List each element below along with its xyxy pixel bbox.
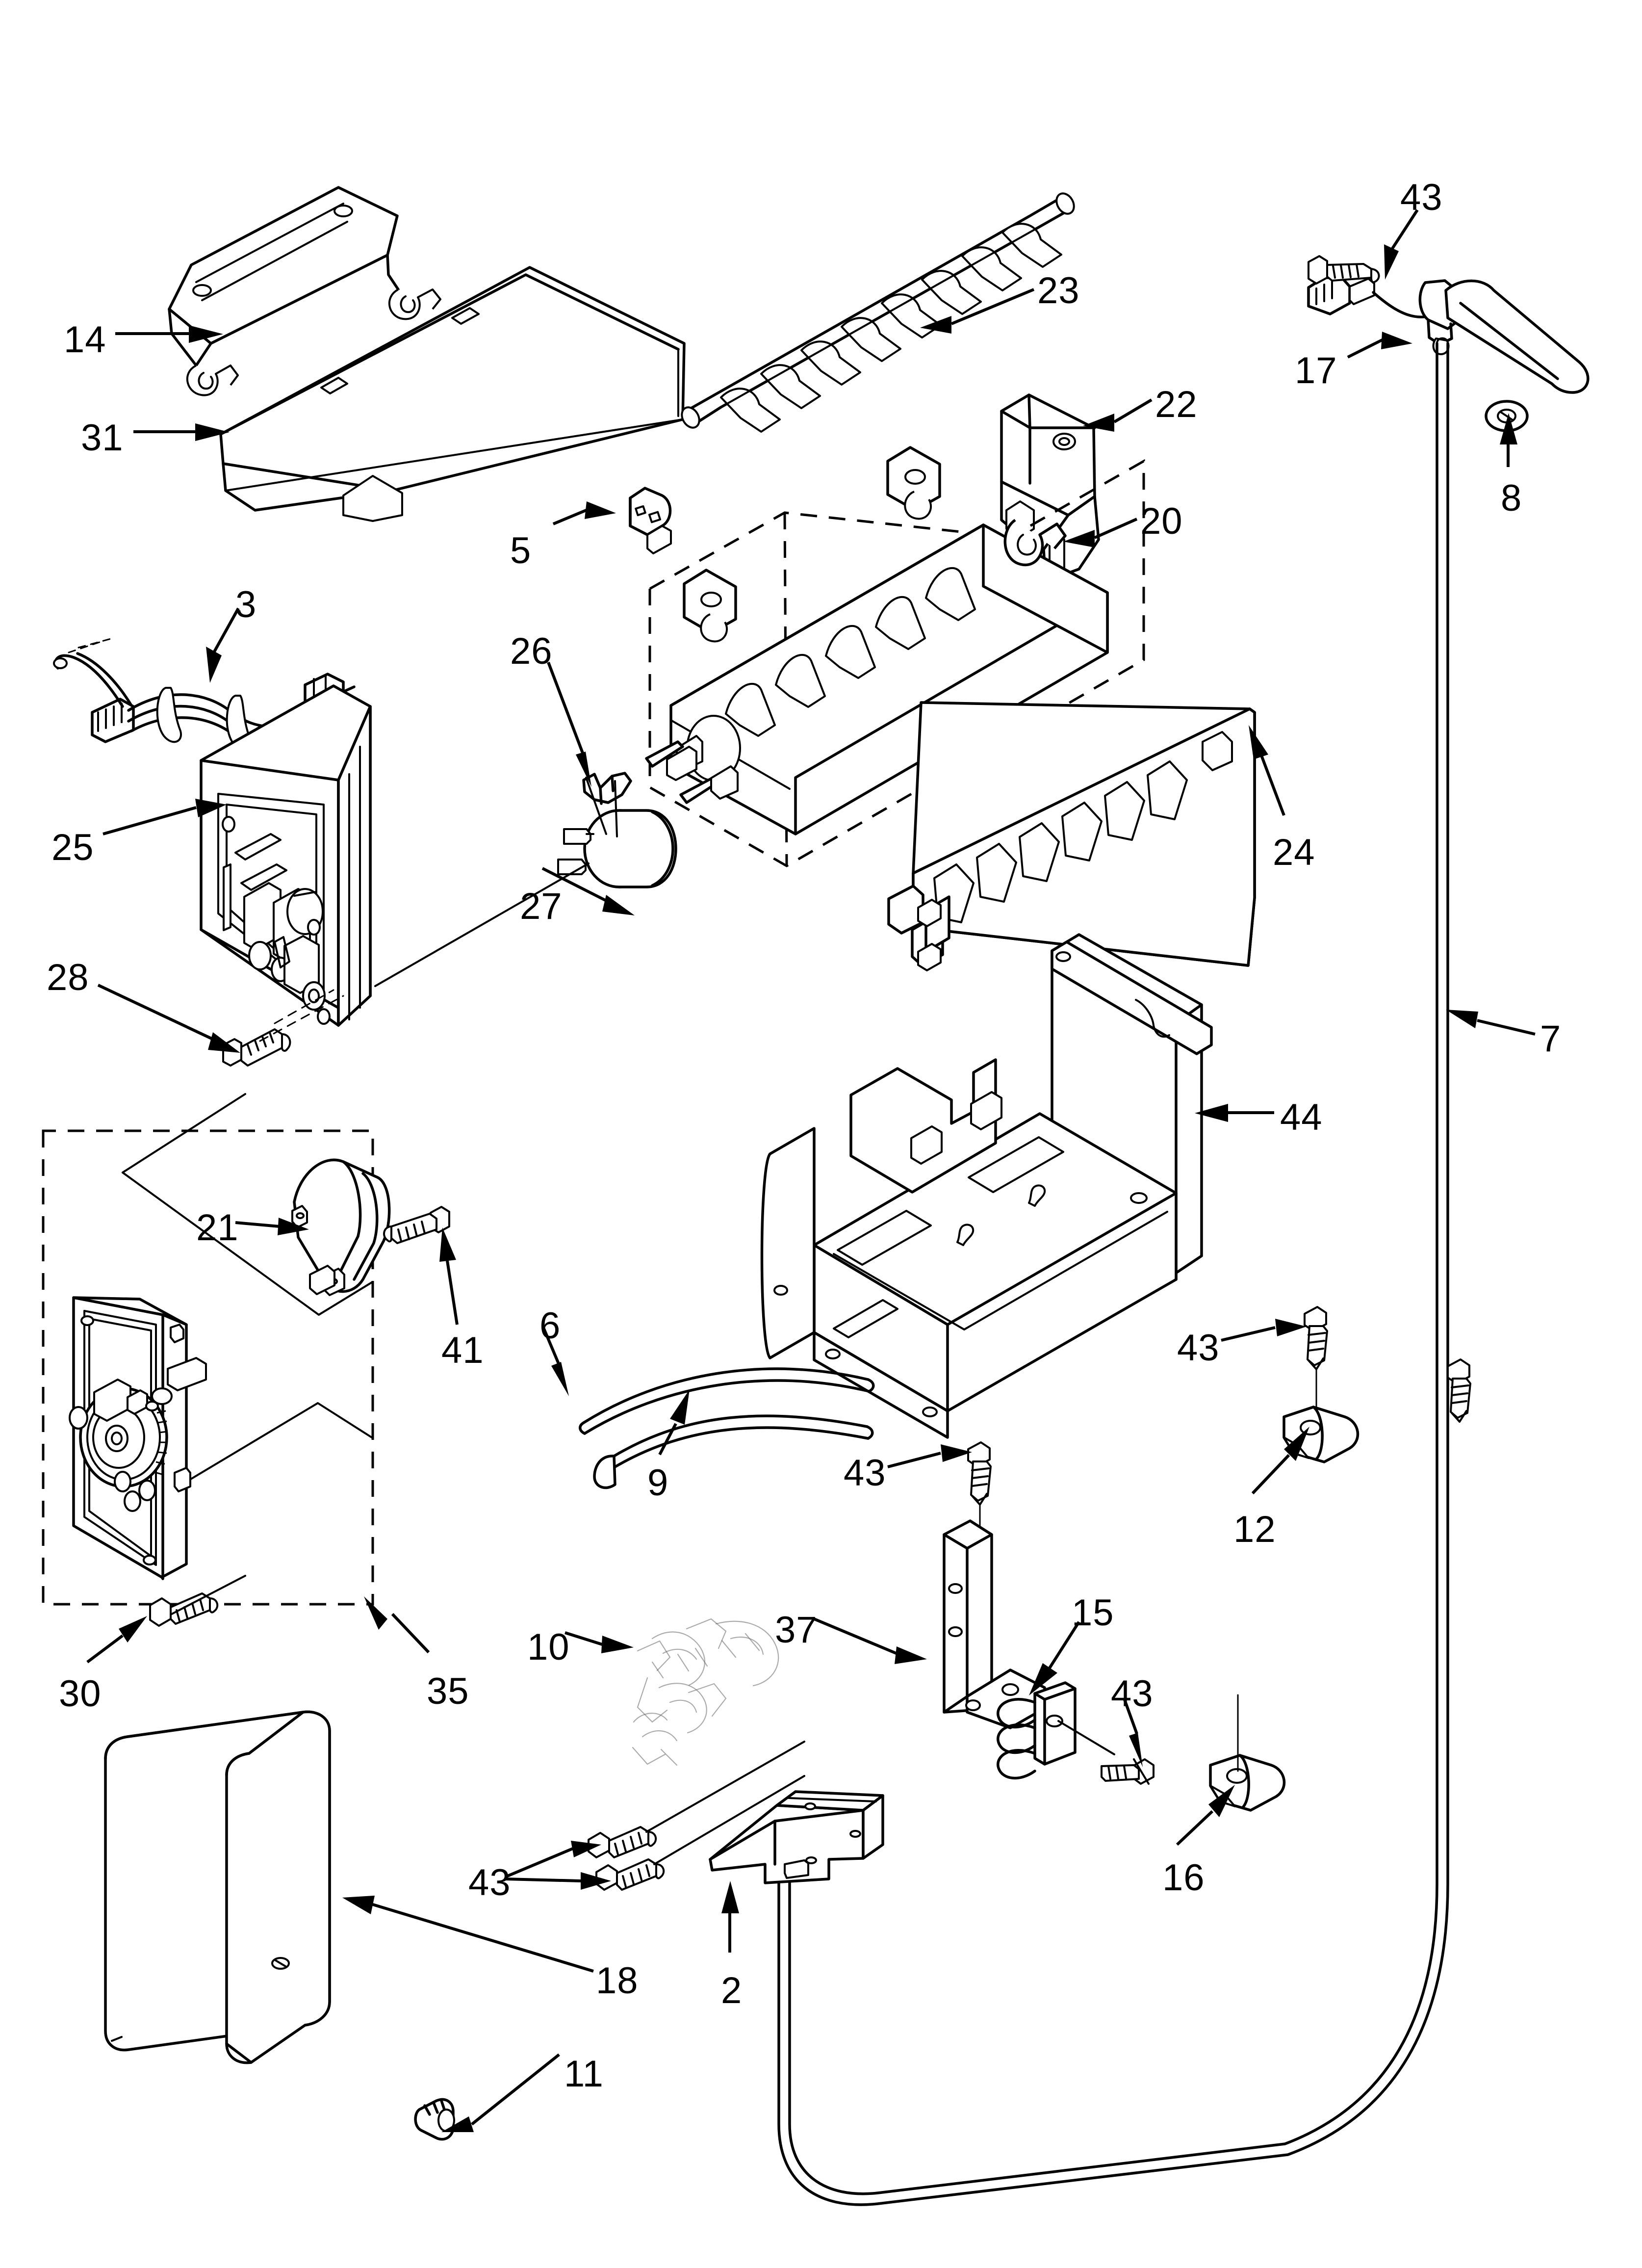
part-31-cover-lid	[219, 266, 686, 522]
callout-16: 16	[1162, 1857, 1205, 1899]
callout-26: 26	[510, 630, 553, 672]
mold-shaft-pins	[666, 746, 697, 781]
part-8-washer	[1485, 400, 1529, 432]
part-43-screw-topright	[1308, 255, 1380, 285]
part-24-ice-stripper	[887, 701, 1256, 967]
callout-24: 24	[1273, 832, 1315, 873]
part-41-screw	[383, 1206, 450, 1244]
callout-43-clamp12: 43	[1177, 1327, 1220, 1369]
part-43-screw-right44	[1447, 1358, 1471, 1423]
callout-27: 27	[520, 886, 563, 927]
callout-5: 5	[510, 530, 532, 572]
part-5-retainer-clip	[629, 487, 672, 554]
callout-44: 44	[1280, 1096, 1323, 1138]
callout-43-beside15: 43	[1111, 1673, 1154, 1715]
part-25-housing-module	[200, 684, 372, 1027]
leader-lines	[86, 209, 1536, 2132]
part-30-screw	[149, 1592, 219, 1627]
callout-41: 41	[441, 1330, 484, 1371]
part-2-bin-shelf-bracket	[709, 1790, 884, 1884]
callout-20: 20	[1140, 500, 1183, 542]
part-6-fill-tube	[579, 1367, 875, 1435]
part-28-screw	[222, 1028, 291, 1067]
callout-35: 35	[427, 1670, 469, 1712]
part-23-ejector-blades	[681, 192, 1075, 433]
callout-12: 12	[1233, 1509, 1276, 1550]
callout-11: 11	[564, 2053, 604, 2095]
part-17-thermostat-assembly	[1307, 276, 1590, 394]
part-21-motor-cover	[291, 1158, 391, 1296]
part-14-clip-bar	[168, 186, 441, 396]
callout-23: 23	[1037, 270, 1080, 312]
callout-43-bin: 43	[468, 1862, 511, 1903]
callout-2: 2	[721, 1970, 743, 2011]
callout-18: 18	[596, 1960, 639, 2002]
callout-3: 3	[235, 584, 257, 626]
callout-15: 15	[1072, 1592, 1114, 1634]
part-9-fill-tube-grommet	[593, 1414, 874, 1489]
callout-6: 6	[539, 1305, 561, 1347]
callout-31: 31	[81, 417, 124, 459]
callout-30: 30	[59, 1673, 102, 1715]
callout-7: 7	[1540, 1018, 1562, 1060]
part-43-screw-beside15	[1101, 1758, 1155, 1785]
callout-43-above37: 43	[844, 1452, 886, 1494]
part-11-push-pin	[414, 2098, 455, 2141]
part-27-drive-motor	[557, 809, 677, 888]
callout-21: 21	[196, 1207, 239, 1249]
part-26-motor-coupler	[582, 772, 632, 805]
callout-8: 8	[1501, 477, 1522, 519]
callout-14: 14	[64, 319, 106, 361]
part-10-fill-tube-heater	[632, 1618, 779, 1766]
callout-25: 25	[51, 827, 94, 868]
part-15-coil-spring-bracket	[997, 1681, 1115, 1780]
part-37-bracket	[943, 1519, 1046, 1729]
callout-37: 37	[775, 1609, 818, 1651]
part-18-storage-bin	[104, 1710, 331, 2064]
part-7-water-supply-tube	[777, 337, 1449, 2206]
part-35-motor-plate	[69, 1296, 207, 1580]
callout-28: 28	[47, 957, 89, 998]
callout-9: 9	[647, 1462, 669, 1504]
part-43-screw-clamp12	[1304, 1306, 1328, 1419]
callout-22: 22	[1155, 384, 1198, 425]
part-44-support-bracket	[760, 895, 1213, 1439]
callout-43-topright: 43	[1400, 177, 1443, 218]
callout-17: 17	[1295, 350, 1337, 391]
callout-10: 10	[527, 1626, 570, 1668]
